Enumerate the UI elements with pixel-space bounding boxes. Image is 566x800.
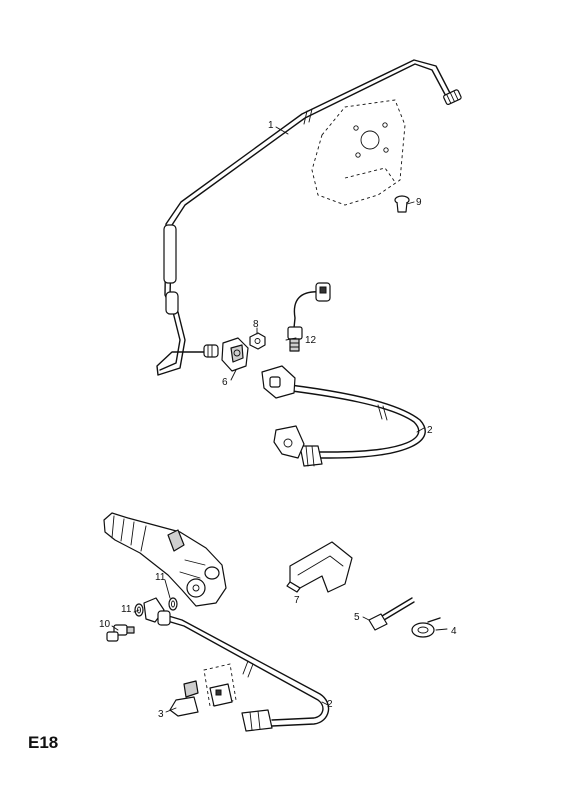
bulkhead-panel (311, 99, 406, 206)
part-8-nut (249, 332, 266, 350)
part-4-clip (411, 617, 441, 638)
callout-10: 10 (99, 619, 111, 630)
callout-6: 6 (222, 377, 228, 388)
part-2-pipe-lower (157, 610, 330, 732)
part-11-washer-upper (168, 597, 178, 611)
callout-4: 4 (451, 626, 457, 637)
figure-code: E18 (28, 733, 59, 752)
callout-3: 3 (158, 709, 164, 720)
callout-11-lower: 11 (121, 604, 132, 615)
callout-9: 9 (416, 197, 422, 208)
part-1-clutch-pipe (156, 59, 462, 376)
part-6-bracket (221, 337, 249, 372)
callout-2-upper: 2 (427, 425, 433, 436)
part-9-plug (394, 195, 410, 213)
callout-7: 7 (294, 595, 300, 606)
callout-12: 12 (305, 335, 317, 346)
callout-2-lower: 2 (327, 699, 333, 710)
part-10-bleed-screw (106, 624, 135, 642)
callout-8: 8 (253, 319, 259, 330)
part-2-hose-upper (261, 365, 426, 467)
leader-lines (111, 126, 448, 713)
part-3-clip (169, 663, 237, 717)
part-12-clutch-switch (287, 282, 331, 352)
callout-11-upper: 11 (155, 572, 166, 583)
callout-1: 1 (268, 120, 274, 131)
callout-5: 5 (354, 612, 360, 623)
slave-cylinder (103, 512, 227, 607)
part-5-cable-tie (368, 597, 415, 631)
part-7-bracket (286, 541, 353, 593)
